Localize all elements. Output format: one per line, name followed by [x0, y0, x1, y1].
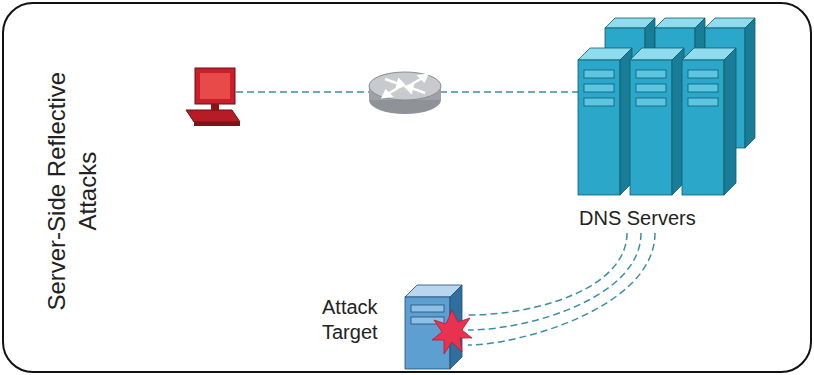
router-icon	[369, 72, 441, 114]
computer-icon	[186, 68, 240, 126]
vertical-title: Server-Side Reflective Attacks	[41, 71, 103, 311]
target-node: Attack Target	[318, 275, 468, 372]
frame	[3, 3, 811, 372]
dashed-connector	[468, 233, 641, 330]
target-server-icon	[405, 285, 472, 369]
server-cluster-node: DNS Servers	[565, 15, 765, 233]
impact-burst	[432, 310, 472, 354]
dashed-connector	[468, 233, 655, 345]
dashed-connector	[468, 233, 627, 315]
server-cluster-icon	[578, 18, 755, 195]
target-label: Attack Target	[322, 295, 400, 345]
server-label: DNS Servers	[579, 206, 759, 231]
